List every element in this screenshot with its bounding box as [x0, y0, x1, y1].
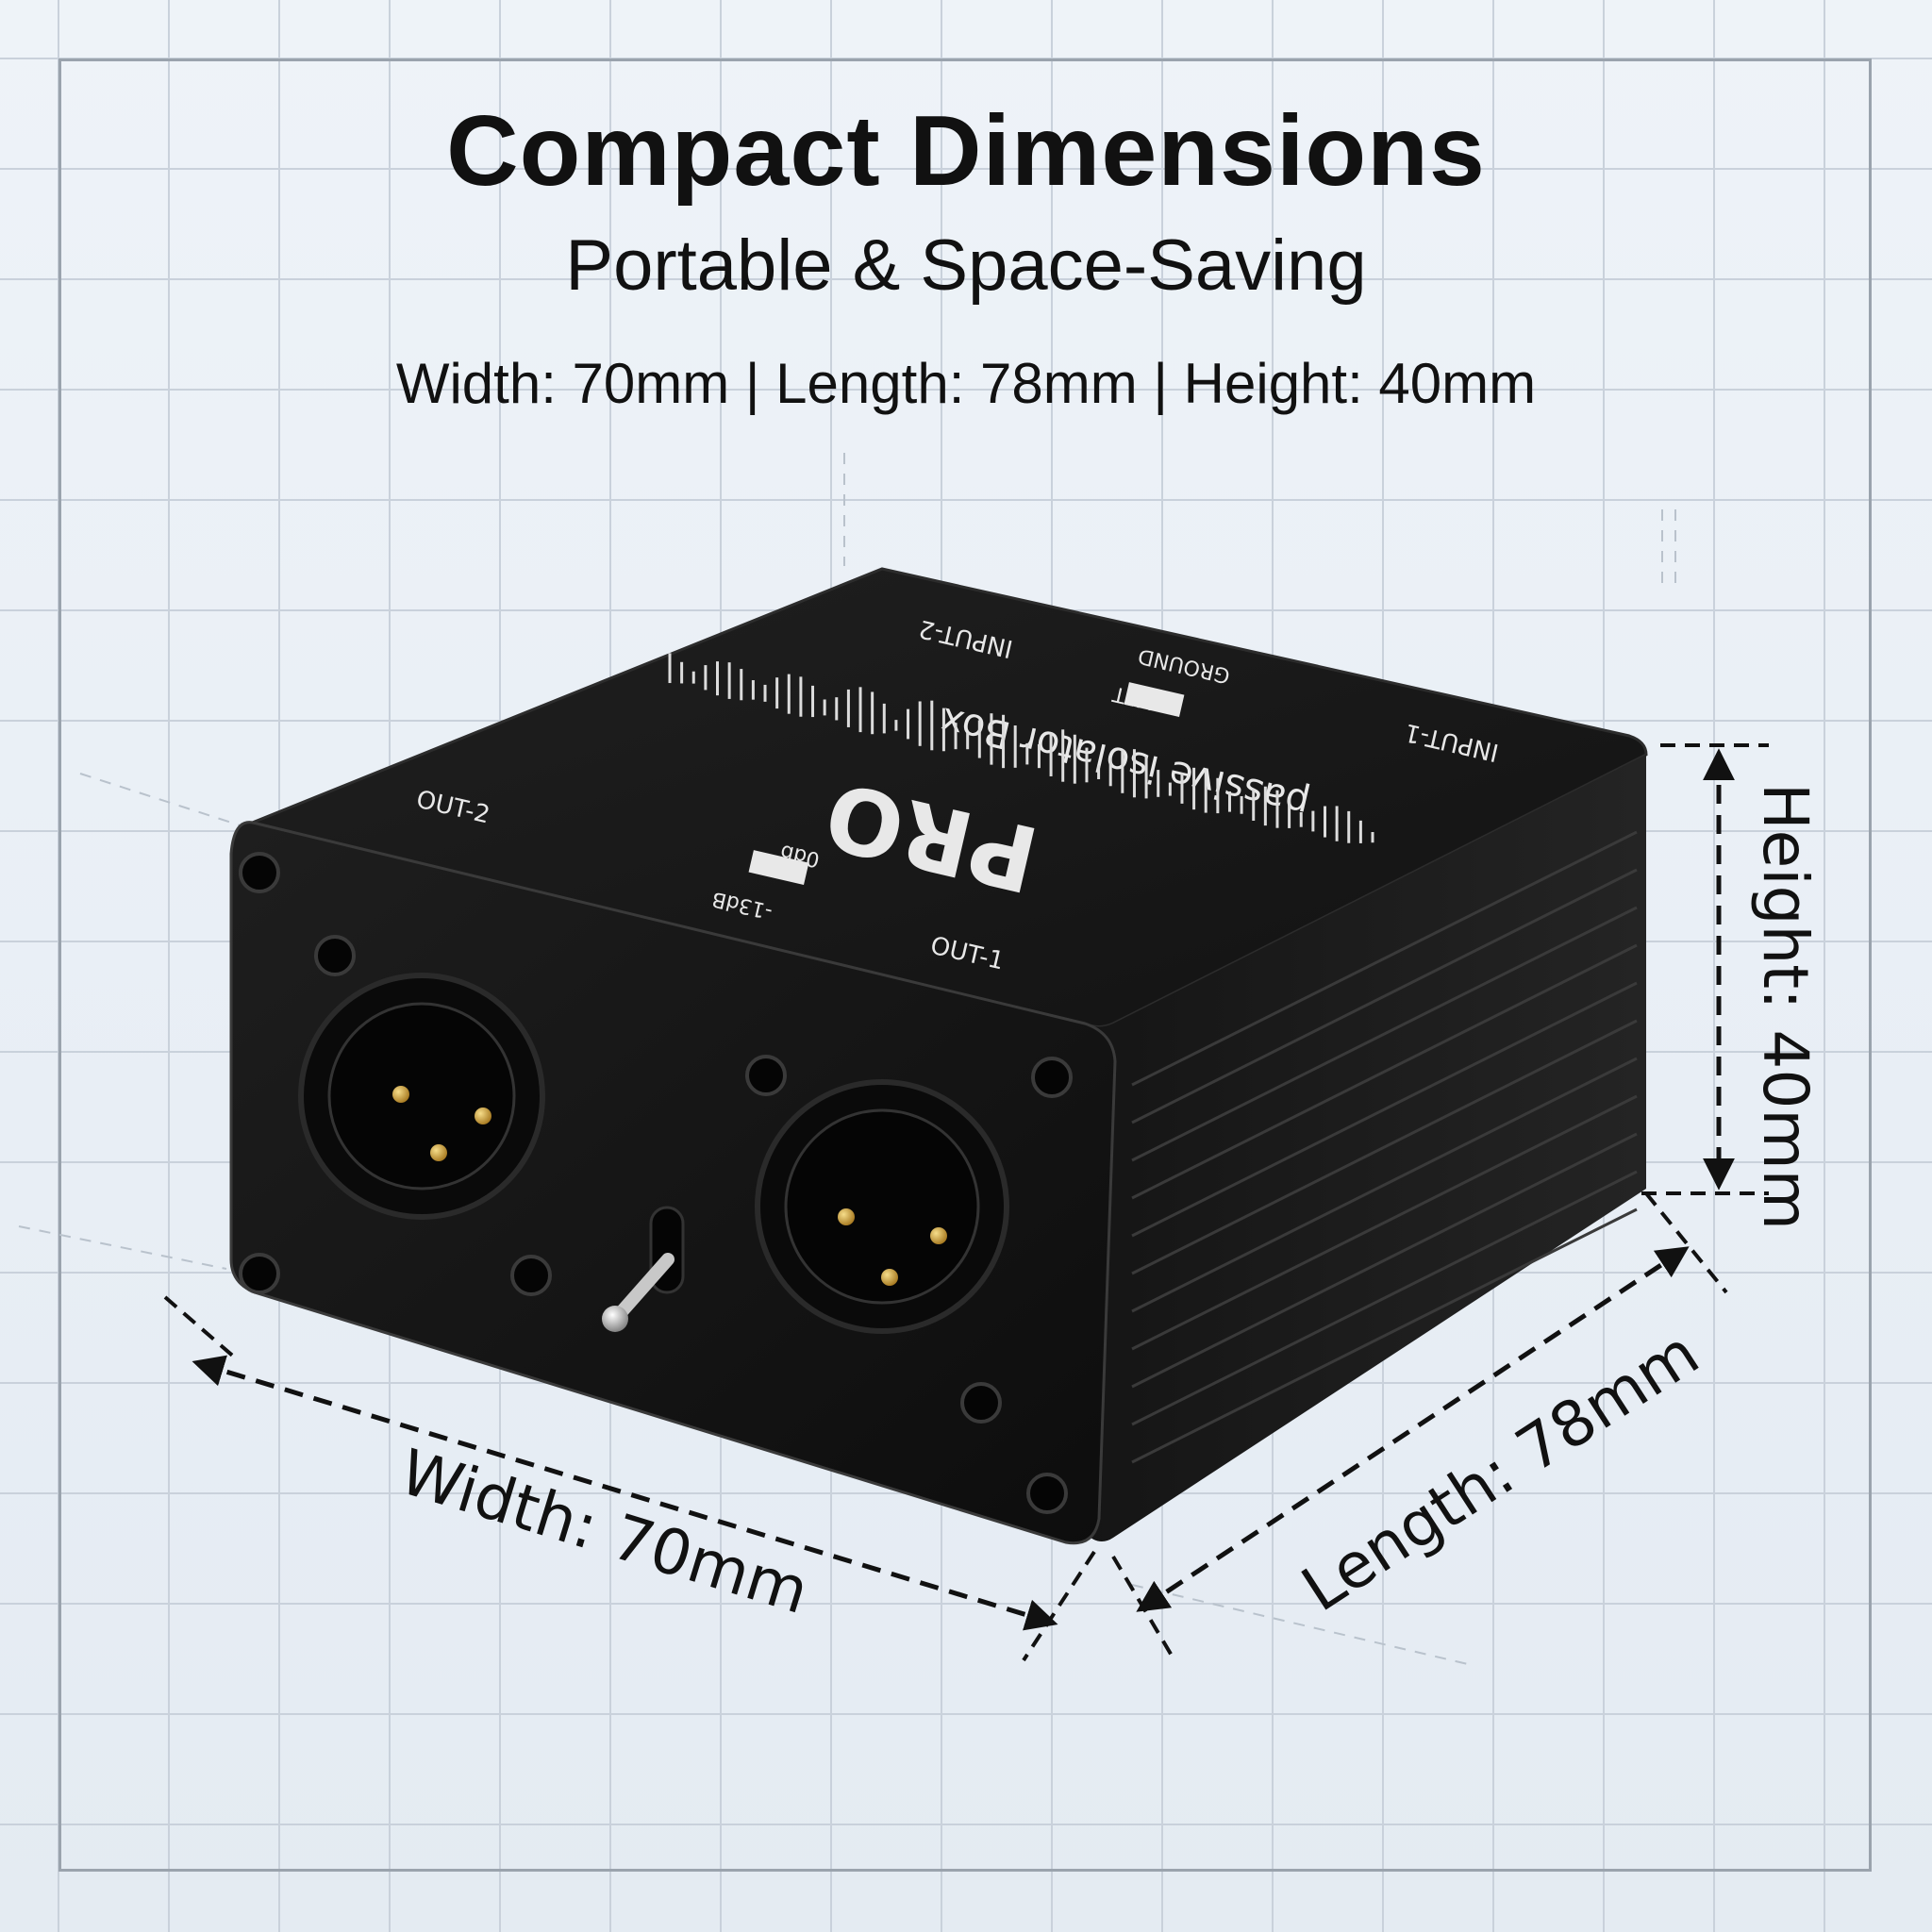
waveform-graphic: [668, 653, 1374, 843]
xlr-out-1-pin-3: [881, 1269, 898, 1286]
xlr-out-2-pin-2: [475, 1108, 491, 1124]
xlr-out-1-pin-2: [930, 1227, 947, 1244]
page-title: Compact Dimensions: [446, 95, 1486, 207]
xlr-out-2: [298, 973, 545, 1220]
xlr-out-2-pin-1: [392, 1086, 409, 1103]
border-frame: [58, 58, 1872, 1872]
pad-switch-icon: [748, 850, 809, 885]
lift-switch-icon: [1124, 682, 1185, 717]
front-hardware: [239, 852, 1073, 1514]
height-label: Height: 40mm: [1749, 783, 1822, 1230]
toggle-switch: [602, 1206, 685, 1332]
dimensions-summary: Width: 70mm | Length: 78mm | Height: 40m…: [395, 352, 1537, 415]
guide-lines: [18, 453, 1676, 1666]
xlr-out-2-pin-3: [430, 1144, 447, 1161]
length-arrow: [1136, 1246, 1690, 1612]
height-dimension: Height: 40mm: [1641, 743, 1822, 1230]
page-subtitle: Portable & Space-Saving: [565, 225, 1367, 306]
xlr-out-1-pin-1: [838, 1208, 855, 1225]
xlr-out-1: [755, 1079, 1009, 1334]
